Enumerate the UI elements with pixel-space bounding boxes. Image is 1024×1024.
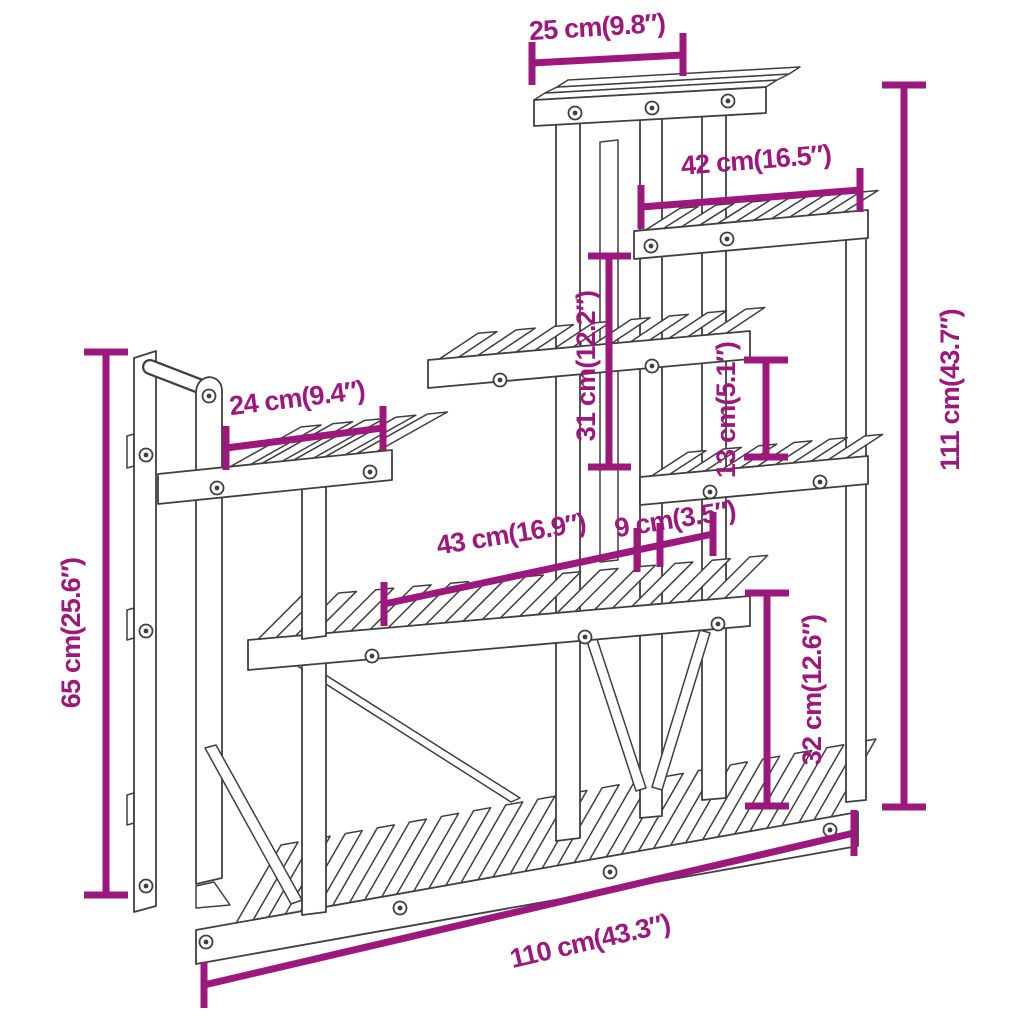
left-shelf (157, 411, 449, 640)
left-frame-foot (195, 881, 231, 909)
screw-icon (720, 93, 736, 109)
tower-brace-left (583, 629, 647, 792)
dimension-label-total-height: 111 cm(43.7″) (935, 309, 965, 471)
second-shelf-apron (633, 209, 869, 260)
screw-icon (198, 934, 214, 950)
screw-icon (602, 864, 618, 880)
bottom-shelf-apron (195, 811, 859, 965)
dimension-top-shelf-width: 25 cm(9.8″) (528, 8, 687, 85)
left-frame-inner-post (195, 376, 223, 885)
screw-icon (710, 616, 726, 632)
screw-icon (201, 388, 217, 404)
dimension-label-total-width: 110 cm(43.3″) (507, 908, 673, 974)
dimension-tier-gap-large: 31 cm(12.2″) (571, 252, 631, 471)
left-frame (126, 350, 303, 913)
screw-icon (392, 900, 408, 916)
screw-icon (702, 484, 718, 500)
top-shelf (533, 66, 801, 127)
screw-icon (138, 447, 154, 463)
screw-icon (567, 105, 583, 121)
dimension-left-frame-height: 65 cm(25.6″) (56, 348, 128, 899)
screw-icon (643, 238, 659, 254)
tower-post-front-left (555, 99, 581, 842)
screw-icon (719, 231, 735, 247)
screw-icon (362, 464, 378, 480)
dimension-label-tier-gap-small: 13 cm(5.1″) (711, 342, 741, 478)
screw-icon (364, 648, 380, 664)
dimension-label-top-shelf-width: 25 cm(9.8″) (528, 8, 666, 46)
screw-icon (644, 358, 660, 374)
second-shelf (633, 189, 879, 260)
support-structure (126, 90, 867, 916)
left-frame-tab (126, 792, 135, 826)
left-frame-tab (126, 433, 135, 469)
fourth-shelf-apron (639, 455, 869, 506)
tower-brace-right (651, 629, 711, 791)
dimension-label-tier-gap-large: 31 cm(12.2″) (571, 291, 601, 441)
dimension-label-bottom-clearance: 32 cm(12.6″) (797, 615, 827, 765)
third-shelf (427, 306, 766, 389)
screw-icon (138, 878, 154, 894)
dimension-bottom-clearance: 32 cm(12.6″) (745, 589, 827, 810)
screw-icon (209, 480, 225, 496)
left-front-leg-upper (301, 466, 327, 640)
top-shelf-board (556, 66, 801, 88)
left-front-leg-lower (301, 636, 327, 916)
screw-icon (577, 629, 593, 645)
screw-icon (644, 100, 660, 116)
dimension-label-left-shelf-width: 24 cm(9.4″) (228, 375, 367, 421)
middle-shelf-slats (255, 554, 769, 643)
left-frame-tab (126, 607, 135, 641)
dimension-tier-gap-small: 13 cm(5.1″) (711, 342, 788, 478)
screw-icon (138, 623, 154, 639)
right-side-post (845, 213, 867, 803)
dimension-total-height: 111 cm(43.7″) (882, 81, 965, 811)
dimension-label-left-frame-height: 65 cm(25.6″) (56, 558, 86, 708)
screw-icon (492, 372, 508, 388)
flower-stand-drawing (126, 66, 884, 965)
screw-icon (812, 474, 828, 490)
middle-shelf (247, 554, 769, 671)
